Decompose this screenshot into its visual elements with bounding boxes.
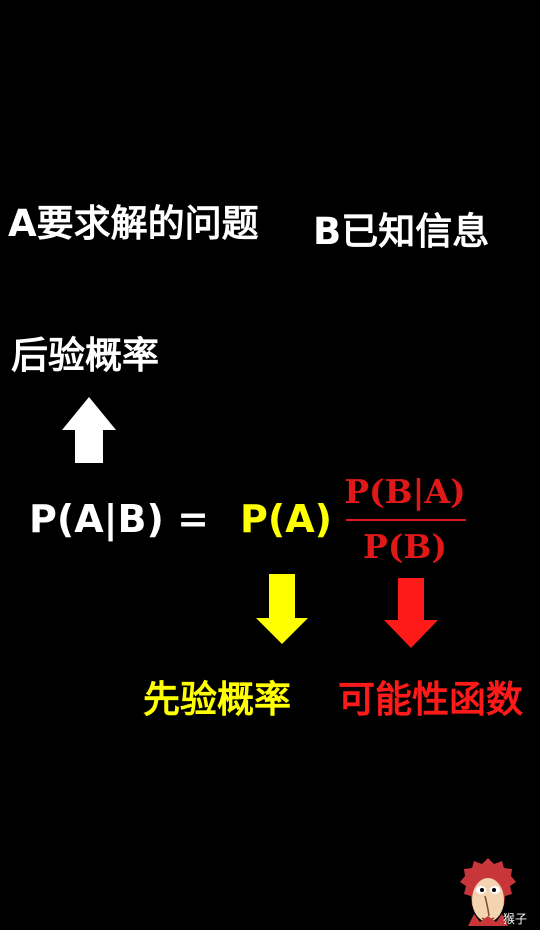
label-known-info-b: B已知信息 [313, 210, 490, 253]
formula-numerator: P(B|A) [344, 472, 466, 511]
arrow-down-yellow-icon [256, 574, 308, 644]
formula-prior: P(A) [240, 497, 332, 541]
monkey-logo-icon [460, 858, 516, 926]
fraction-bar [346, 519, 466, 521]
formula-denominator: P(B) [363, 527, 447, 566]
watermark-caption: 猴子 [503, 912, 528, 926]
label-likelihood: 可能性函数 [338, 678, 523, 721]
formula-lhs: P(A|B) = [29, 497, 209, 541]
arrow-down-red-icon [384, 578, 438, 648]
label-problem-a: A要求解的问题 [8, 202, 259, 245]
arrow-up-icon [62, 397, 116, 463]
label-prior: 先验概率 [143, 678, 291, 721]
label-posterior: 后验概率 [11, 334, 159, 377]
